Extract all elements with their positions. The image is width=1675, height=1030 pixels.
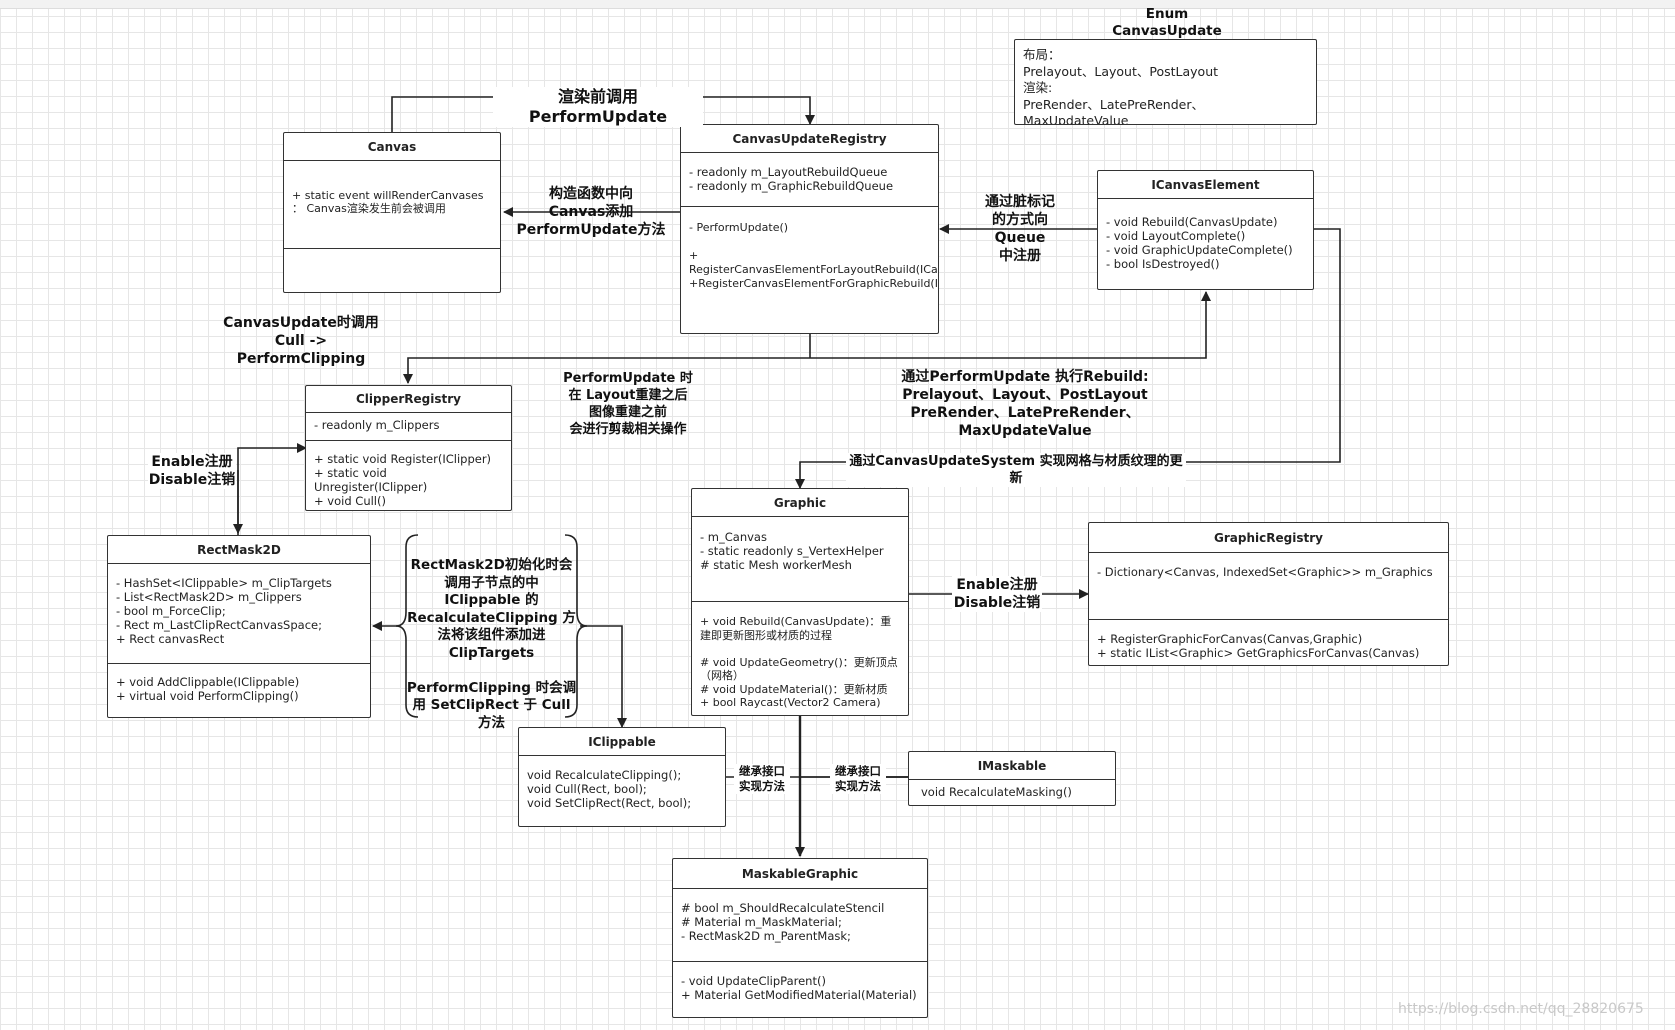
rectmask2d-methods: + void AddClippable(IClippable) + virtua… [108,663,370,709]
graphicregistry-fields: - Dictionary<Canvas, IndexedSet<Graphic>… [1097,565,1433,579]
iclippable-title: IClippable [519,728,725,756]
canvasupdateregistry-methods: - PerformUpdate() + RegisterCanvasElemen… [681,206,938,297]
imaskable-interface-box[interactable]: IMaskable void RecalculateMasking() [908,751,1116,806]
rectmask2d-title: RectMask2D [108,536,370,564]
rectmask2d-fields: - HashSet<IClippable> m_ClipTargets - Li… [116,576,332,646]
graphic-class-box[interactable]: Graphic - m_Canvas - static readonly s_V… [691,488,909,716]
clipperregistry-class-box[interactable]: ClipperRegistry - readonly m_Clippers + … [305,385,512,511]
connector-brace-iclippable [580,625,627,728]
enum-canvasupdate-box[interactable]: 布局： Prelayout、Layout、PostLayout 渲染: PreR… [1014,39,1317,125]
graphic-fields: - m_Canvas - static readonly s_VertexHel… [700,530,884,572]
label-perform-clip-note: PerformUpdate 时 在 Layout重建之后 图像重建之前 会进行剪… [563,371,693,437]
enum-body: 布局： Prelayout、Layout、PostLayout 渲染: PreR… [1023,47,1219,125]
imaskable-methods: void RecalculateMasking() [921,785,1072,799]
imaskable-title: IMaskable [909,752,1115,780]
label-inherit-right: 继承接口 实现方法 [830,764,886,794]
label-enable-left: Enable注册 Disable注销 [148,453,236,489]
enum-title: Enum CanvasUpdate [1112,6,1222,39]
maskablegraphic-title: MaskableGraphic [673,859,927,889]
icanvaselement-title: ICanvasElement [1098,171,1313,199]
canvas-class-title: Canvas [284,133,500,161]
label-enable-right: Enable注册 Disable注销 [952,576,1042,612]
label-update-system: 通过CanvasUpdateSystem 实现网格与材质纹理的更新 [846,453,1186,487]
maskablegraphic-class-box[interactable]: MaskableGraphic # bool m_ShouldRecalcula… [672,858,928,1018]
canvasupdateregistry-class-box[interactable]: CanvasUpdateRegistry - readonly m_Layout… [680,124,939,334]
canvas-fields: + static event willRenderCanvases ： Canv… [292,189,484,215]
canvas-methods [284,248,500,292]
maskablegraphic-fields: # bool m_ShouldRecalculateStencil # Mate… [681,901,885,943]
label-ctor-add: 构造函数中向 Canvas添加 PerformUpdate方法 [516,186,666,238]
graphicregistry-title: GraphicRegistry [1089,523,1448,553]
top-toolbar-strip [0,0,1675,9]
maskablegraphic-methods: - void UpdateClipParent() + Material Get… [673,961,927,1008]
connector-clipper-rectmask [237,443,307,535]
label-brace-text: RectMask2D初始化时会调用子节点的中 IClippable 的 Reca… [406,557,577,731]
brace-left [395,534,419,718]
canvas-class-box[interactable]: Canvas + static event willRenderCanvases… [283,132,501,293]
watermark-text: https://blog.csdn.net/qq_28820675 [1398,1001,1644,1017]
graphicregistry-methods: + RegisterGraphicForCanvas(Canvas,Graphi… [1089,619,1448,665]
connector-to-clipper [403,357,810,384]
clipperregistry-title: ClipperRegistry [306,386,511,413]
connector-to-icanvaselement [810,291,1211,359]
label-rebuild-note: 通过PerformUpdate 执行Rebuild: Prelayout、Lay… [901,369,1149,439]
label-cull: CanvasUpdate时调用 Cull -> PerformClipping [223,315,379,367]
connector-element-graphic [795,228,1341,489]
label-perform-update: 渲染前调用PerformUpdate [493,87,703,127]
label-dirty-mark: 通过脏标记 的方式向 Queue 中注册 [985,194,1055,264]
canvasupdateregistry-fields: - readonly m_LayoutRebuildQueue - readon… [689,165,894,193]
rectmask2d-class-box[interactable]: RectMask2D - HashSet<IClippable> m_ClipT… [107,535,371,718]
iclippable-interface-box[interactable]: IClippable void RecalculateClipping(); v… [518,727,726,827]
canvasupdateregistry-title: CanvasUpdateRegistry [681,125,938,153]
iclippable-methods: void RecalculateClipping(); void Cull(Re… [527,768,692,810]
graphic-methods: + void Rebuild(CanvasUpdate)：重建即更新图形或材质的… [692,601,908,715]
clipperregistry-methods: + static void Register(IClipper) + stati… [306,440,511,510]
icanvaselement-interface-box[interactable]: ICanvasElement - void Rebuild(CanvasUpda… [1097,170,1314,290]
icanvaselement-methods: - void Rebuild(CanvasUpdate) - void Layo… [1106,215,1293,271]
clipperregistry-fields: - readonly m_Clippers [314,418,440,432]
graphicregistry-class-box[interactable]: GraphicRegistry - Dictionary<Canvas, Ind… [1088,522,1449,666]
brace-right [564,534,588,718]
graphic-title: Graphic [692,489,908,517]
label-inherit-left: 继承接口 实现方法 [734,764,790,794]
